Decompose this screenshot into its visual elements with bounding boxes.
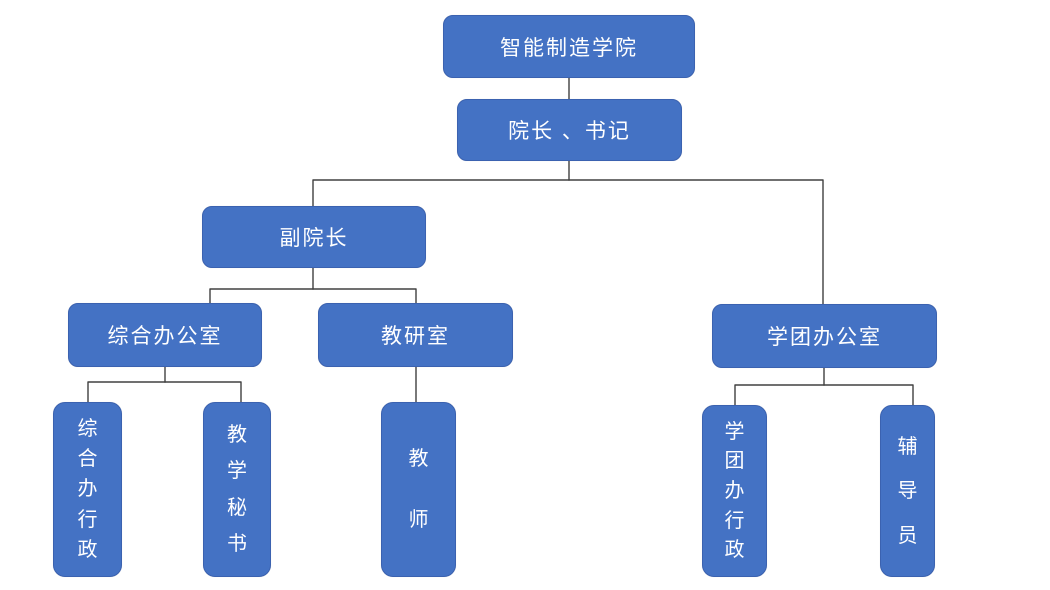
org-node-student-affairs-admin: 学团办行政: [702, 405, 767, 577]
edge-generaloffice-branch: [87, 381, 242, 403]
org-node-vice-dean: 副院长: [202, 206, 426, 268]
org-node-counselors: 辅导员: [880, 405, 935, 577]
org-node-college: 智能制造学院: [443, 15, 695, 78]
org-node-general-office: 综合办公室: [68, 303, 262, 367]
org-node-teaching-research-office: 教研室: [318, 303, 513, 367]
edge-vicedean-branch: [209, 288, 417, 304]
edge-leaders-branch: [312, 179, 824, 305]
org-node-teachers: 教师: [381, 402, 456, 577]
edge-studentoffice-branch: [734, 384, 914, 406]
org-node-general-office-admin: 综合办行政: [53, 402, 122, 577]
org-node-teaching-secretary: 教学秘书: [203, 402, 271, 577]
connector-group: [87, 77, 914, 406]
org-node-dean-secretary: 院长 、书记: [457, 99, 682, 161]
org-node-student-affairs-office: 学团办公室: [712, 304, 937, 368]
